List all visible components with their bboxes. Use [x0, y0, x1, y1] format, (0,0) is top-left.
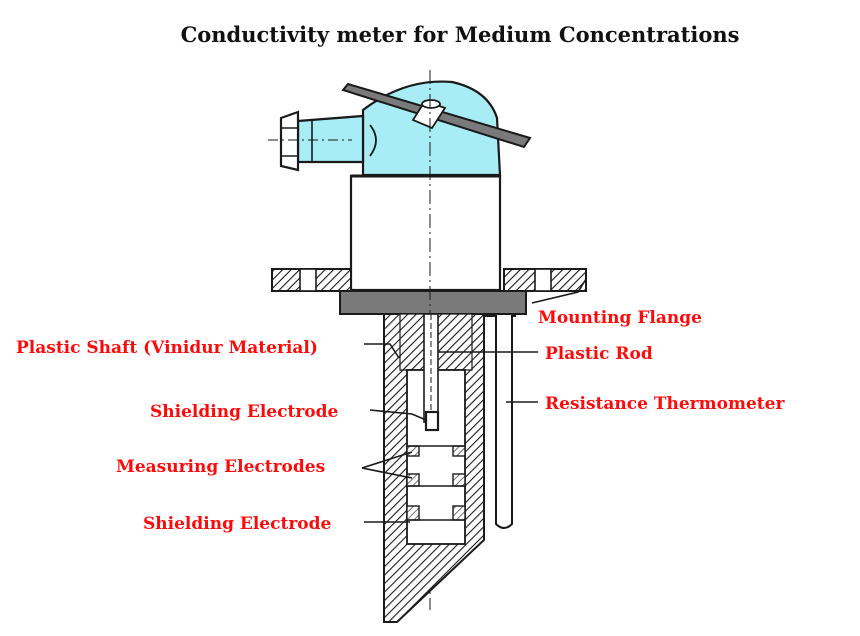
- housing-body: [349, 174, 502, 292]
- label-plastic-rod: Plastic Rod: [545, 344, 653, 364]
- leader-shielding-electrode-top: [369, 409, 427, 421]
- label-plastic-shaft: Plastic Shaft (Vinidur Material): [16, 338, 318, 358]
- label-shielding-electrode-bottom: Shielding Electrode: [143, 514, 332, 534]
- label-shielding-electrode-top: Shielding Electrode: [150, 402, 339, 422]
- leader-measuring-electrode-2: [361, 467, 413, 479]
- leader-lines: [361, 278, 587, 523]
- diagram-title: Conductivity meter for Medium Concentrat…: [180, 22, 740, 47]
- resistance-thermometer-shape: [484, 315, 516, 529]
- leader-plastic-shaft: [364, 343, 400, 359]
- leader-mounting-flange: [531, 278, 587, 304]
- label-mounting-flange: Mounting Flange: [538, 308, 702, 328]
- plastic-shaft-shape: [383, 313, 485, 623]
- terminal-head: [268, 80, 532, 177]
- label-resistance-thermometer: Resistance Thermometer: [545, 394, 785, 414]
- leader-measuring-electrode-1: [361, 451, 413, 469]
- label-measuring-electrodes: Measuring Electrodes: [116, 457, 326, 477]
